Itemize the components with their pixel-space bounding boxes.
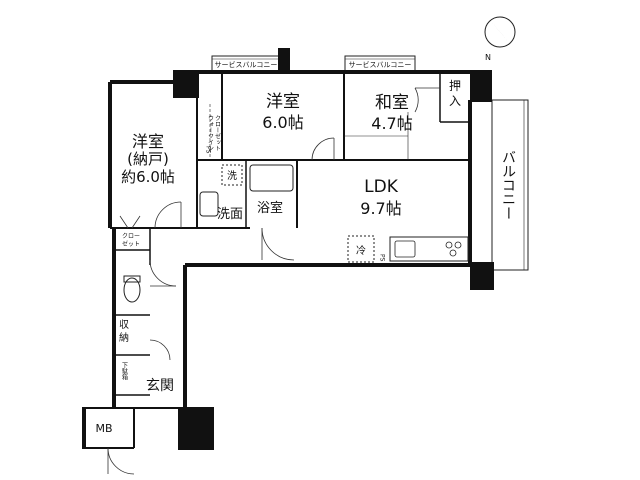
main-balcony-label: バルコニー bbox=[500, 150, 516, 220]
western-room-2-size: 約6.0帖 bbox=[121, 168, 175, 186]
ps-lower-label: PS bbox=[379, 254, 386, 262]
western-room-2-name: 洋室 bbox=[132, 132, 164, 151]
japanese-room-name: 和室 bbox=[375, 93, 409, 113]
shoe-box-label: 下駄箱 bbox=[121, 362, 128, 381]
service-balcony-right-label: サービスバルコニー bbox=[349, 60, 412, 69]
ldk-name: LDK bbox=[364, 177, 399, 197]
entrance-label: 玄関 bbox=[146, 377, 174, 394]
fixtures bbox=[123, 104, 469, 303]
shuno-label-2: 納 bbox=[119, 331, 129, 344]
main-balcony: バルコニー bbox=[491, 99, 529, 271]
service-balcony-left-label: サービスバルコニー bbox=[215, 60, 278, 69]
shuno-label-1: 収 bbox=[119, 319, 129, 331]
compass-north-label: N bbox=[485, 53, 491, 62]
mb-label: MB bbox=[95, 422, 112, 435]
compass: N bbox=[484, 16, 516, 62]
walk-in-closet-label-1: ウォークイン bbox=[207, 115, 214, 151]
room-label-japanese: 和室 4.7帖 bbox=[371, 93, 412, 133]
walk-in-closet-label-2: クローゼット bbox=[214, 115, 221, 151]
ldk-size: 9.7帖 bbox=[360, 199, 401, 218]
room-label-western-1: 洋室 6.0帖 bbox=[262, 92, 303, 132]
closet-label-2: ゼット bbox=[122, 240, 140, 248]
oshiire-label-1: 押 bbox=[449, 79, 461, 93]
washer-label: 洗 bbox=[227, 170, 237, 182]
service-balcony-right: サービスバルコニー bbox=[344, 55, 416, 73]
closet-label-1: クロー bbox=[122, 233, 140, 240]
western-room-1-size: 6.0帖 bbox=[262, 113, 303, 132]
fridge-label: 冷 bbox=[356, 244, 366, 257]
structural-columns bbox=[82, 48, 494, 450]
service-balcony-left: サービスバルコニー bbox=[211, 55, 281, 73]
japanese-room-size: 4.7帖 bbox=[371, 114, 412, 133]
oshiire-label-2: 入 bbox=[449, 94, 461, 108]
room-label-western-2: 洋室 (納戸) 約6.0帖 bbox=[121, 132, 175, 186]
bath-label: 浴室 bbox=[257, 200, 283, 216]
washroom-label: 洗面 bbox=[217, 207, 243, 222]
western-room-1-name: 洋室 bbox=[266, 92, 300, 112]
ps-upper-label: PS bbox=[205, 146, 212, 154]
western-room-2-type: (納戸) bbox=[127, 150, 169, 168]
room-label-ldk: LDK 9.7帖 bbox=[360, 177, 401, 218]
doors bbox=[107, 87, 440, 475]
